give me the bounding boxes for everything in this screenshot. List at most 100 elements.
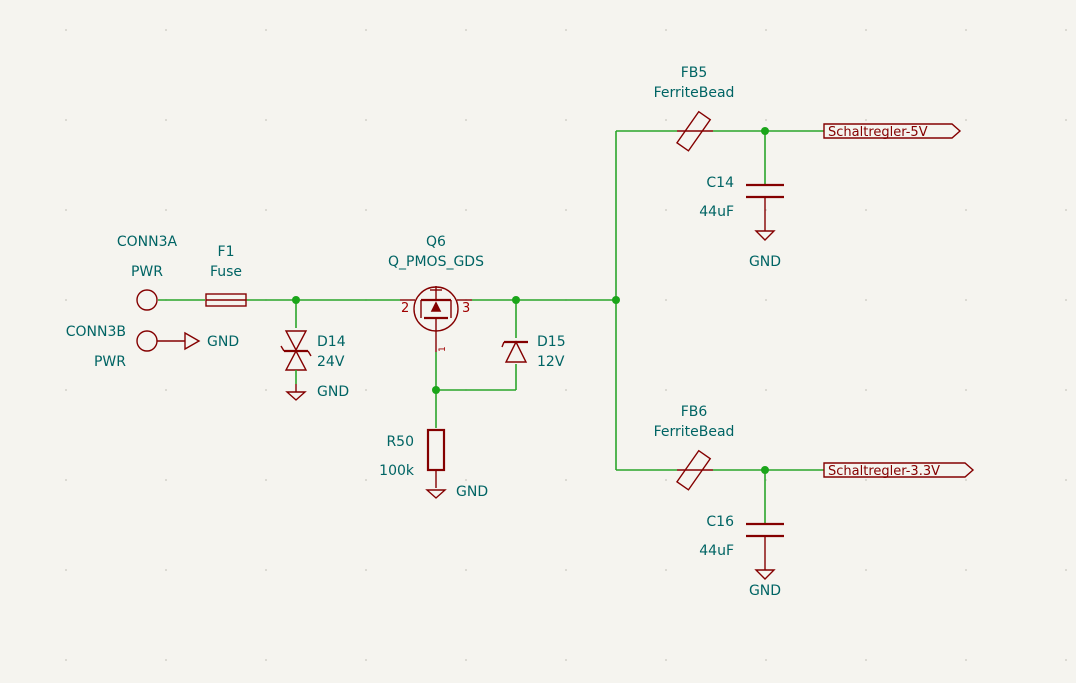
grid-dot	[1065, 119, 1067, 121]
q6-pmos[interactable]: Q6 Q_PMOS_GDS 2 3 1	[388, 234, 484, 352]
grid-dot	[365, 29, 367, 31]
grid-dot	[1065, 29, 1067, 31]
grid-dot	[265, 569, 267, 571]
grid-dot	[65, 389, 67, 391]
d15-value: 12V	[537, 354, 565, 370]
gnd-symbol	[425, 489, 447, 499]
label-5v-text: Schaltregler-5V	[828, 125, 928, 140]
grid-dot	[65, 209, 67, 211]
grid-dot	[65, 119, 67, 121]
conn3b-gnd-label: GND	[207, 334, 239, 350]
grid-dot	[465, 659, 467, 661]
d15-zener-diode[interactable]: D15 12V	[501, 334, 566, 370]
grid-dot	[865, 659, 867, 661]
grid-dot	[865, 389, 867, 391]
grid-dot	[165, 659, 167, 661]
grid-dot	[865, 299, 867, 301]
grid-dot	[565, 119, 567, 121]
grid-dot	[465, 569, 467, 571]
r50-gnd-label: GND	[456, 484, 488, 500]
label-3v3-text: Schaltregler-3.3V	[828, 464, 940, 479]
grid-dot	[565, 209, 567, 211]
junction	[761, 466, 769, 474]
label-schaltregler-5v[interactable]: Schaltregler-5V	[823, 123, 962, 140]
grid-dot	[665, 659, 667, 661]
gnd-symbol	[754, 569, 776, 580]
grid-dot	[1065, 659, 1067, 661]
grid-dot	[665, 119, 667, 121]
f1-fuse[interactable]: F1 Fuse	[205, 244, 247, 307]
fb6-ref: FB6	[681, 404, 708, 420]
junctions	[292, 127, 769, 474]
grid-dot	[765, 119, 767, 121]
conn3b-ref: CONN3B	[66, 324, 126, 340]
grid-dot	[1065, 389, 1067, 391]
gnd-symbol	[285, 391, 307, 401]
grid-dot	[65, 299, 67, 301]
c16-ref: C16	[706, 514, 734, 530]
grid-dot	[65, 659, 67, 661]
grid-dot	[865, 29, 867, 31]
conn3b-value: PWR	[94, 354, 126, 370]
fb5-ref: FB5	[681, 65, 708, 81]
grid-dot	[365, 209, 367, 211]
grid-dot	[965, 479, 967, 481]
grid-dot	[265, 119, 267, 121]
grid-dot	[165, 389, 167, 391]
c14-value: 44uF	[699, 204, 734, 220]
grid-dot	[1065, 299, 1067, 301]
grid-dot	[265, 29, 267, 31]
f1-ref: F1	[218, 244, 235, 260]
gnd-symbol	[754, 230, 776, 241]
grid-dot	[365, 479, 367, 481]
grid-dot	[965, 29, 967, 31]
grid-dot	[865, 209, 867, 211]
grid-dot	[165, 209, 167, 211]
grid-dot	[665, 209, 667, 211]
grid-dot	[665, 299, 667, 301]
grid-dot	[865, 479, 867, 481]
grid-dot	[965, 299, 967, 301]
grid-dot	[365, 119, 367, 121]
grid-dot	[465, 119, 467, 121]
grid-dot	[465, 209, 467, 211]
fb6-ferrite-bead[interactable]: FB6 FerriteBead	[654, 404, 735, 491]
grid-dot	[965, 119, 967, 121]
conn3b-symbol[interactable]: CONN3B PWR GND	[66, 324, 239, 370]
c14-capacitor[interactable]: C14 44uF GND	[699, 175, 784, 270]
f1-value: Fuse	[210, 264, 242, 280]
grid-dot	[965, 389, 967, 391]
grid-dot	[765, 299, 767, 301]
grid-dot	[465, 29, 467, 31]
fb5-ferrite-bead[interactable]: FB5 FerriteBead	[654, 65, 735, 152]
c16-value: 44uF	[699, 543, 734, 559]
grid-dot	[665, 389, 667, 391]
wires	[158, 130, 824, 523]
label-schaltregler-3v3[interactable]: Schaltregler-3.3V	[823, 462, 975, 479]
grid-dot	[765, 29, 767, 31]
junction	[512, 296, 520, 304]
grid-dot	[965, 659, 967, 661]
grid-dot	[365, 569, 367, 571]
r50-ref: R50	[386, 434, 414, 450]
d15-ref: D15	[537, 334, 566, 350]
grid-dot	[665, 29, 667, 31]
grid-dot	[865, 119, 867, 121]
d14-tvs-diode[interactable]: D14 24V GND	[280, 330, 349, 401]
conn3a-symbol[interactable]: CONN3A PWR	[117, 234, 178, 311]
junction	[761, 127, 769, 135]
c16-capacitor[interactable]: C16 44uF GND	[699, 514, 784, 599]
conn3a-ref: CONN3A	[117, 234, 178, 250]
conn3a-value: PWR	[131, 264, 163, 280]
r50-value: 100k	[379, 463, 415, 479]
q6-pin-source: 3	[462, 301, 470, 316]
grid-dot	[165, 29, 167, 31]
q6-pin-gate: 1	[438, 346, 448, 352]
grid-dot	[765, 659, 767, 661]
grid-dot	[565, 389, 567, 391]
grid-dot	[965, 209, 967, 211]
c14-gnd-label: GND	[749, 254, 781, 270]
grid-dot	[265, 389, 267, 391]
r50-resistor[interactable]: R50 100k GND	[379, 428, 488, 500]
